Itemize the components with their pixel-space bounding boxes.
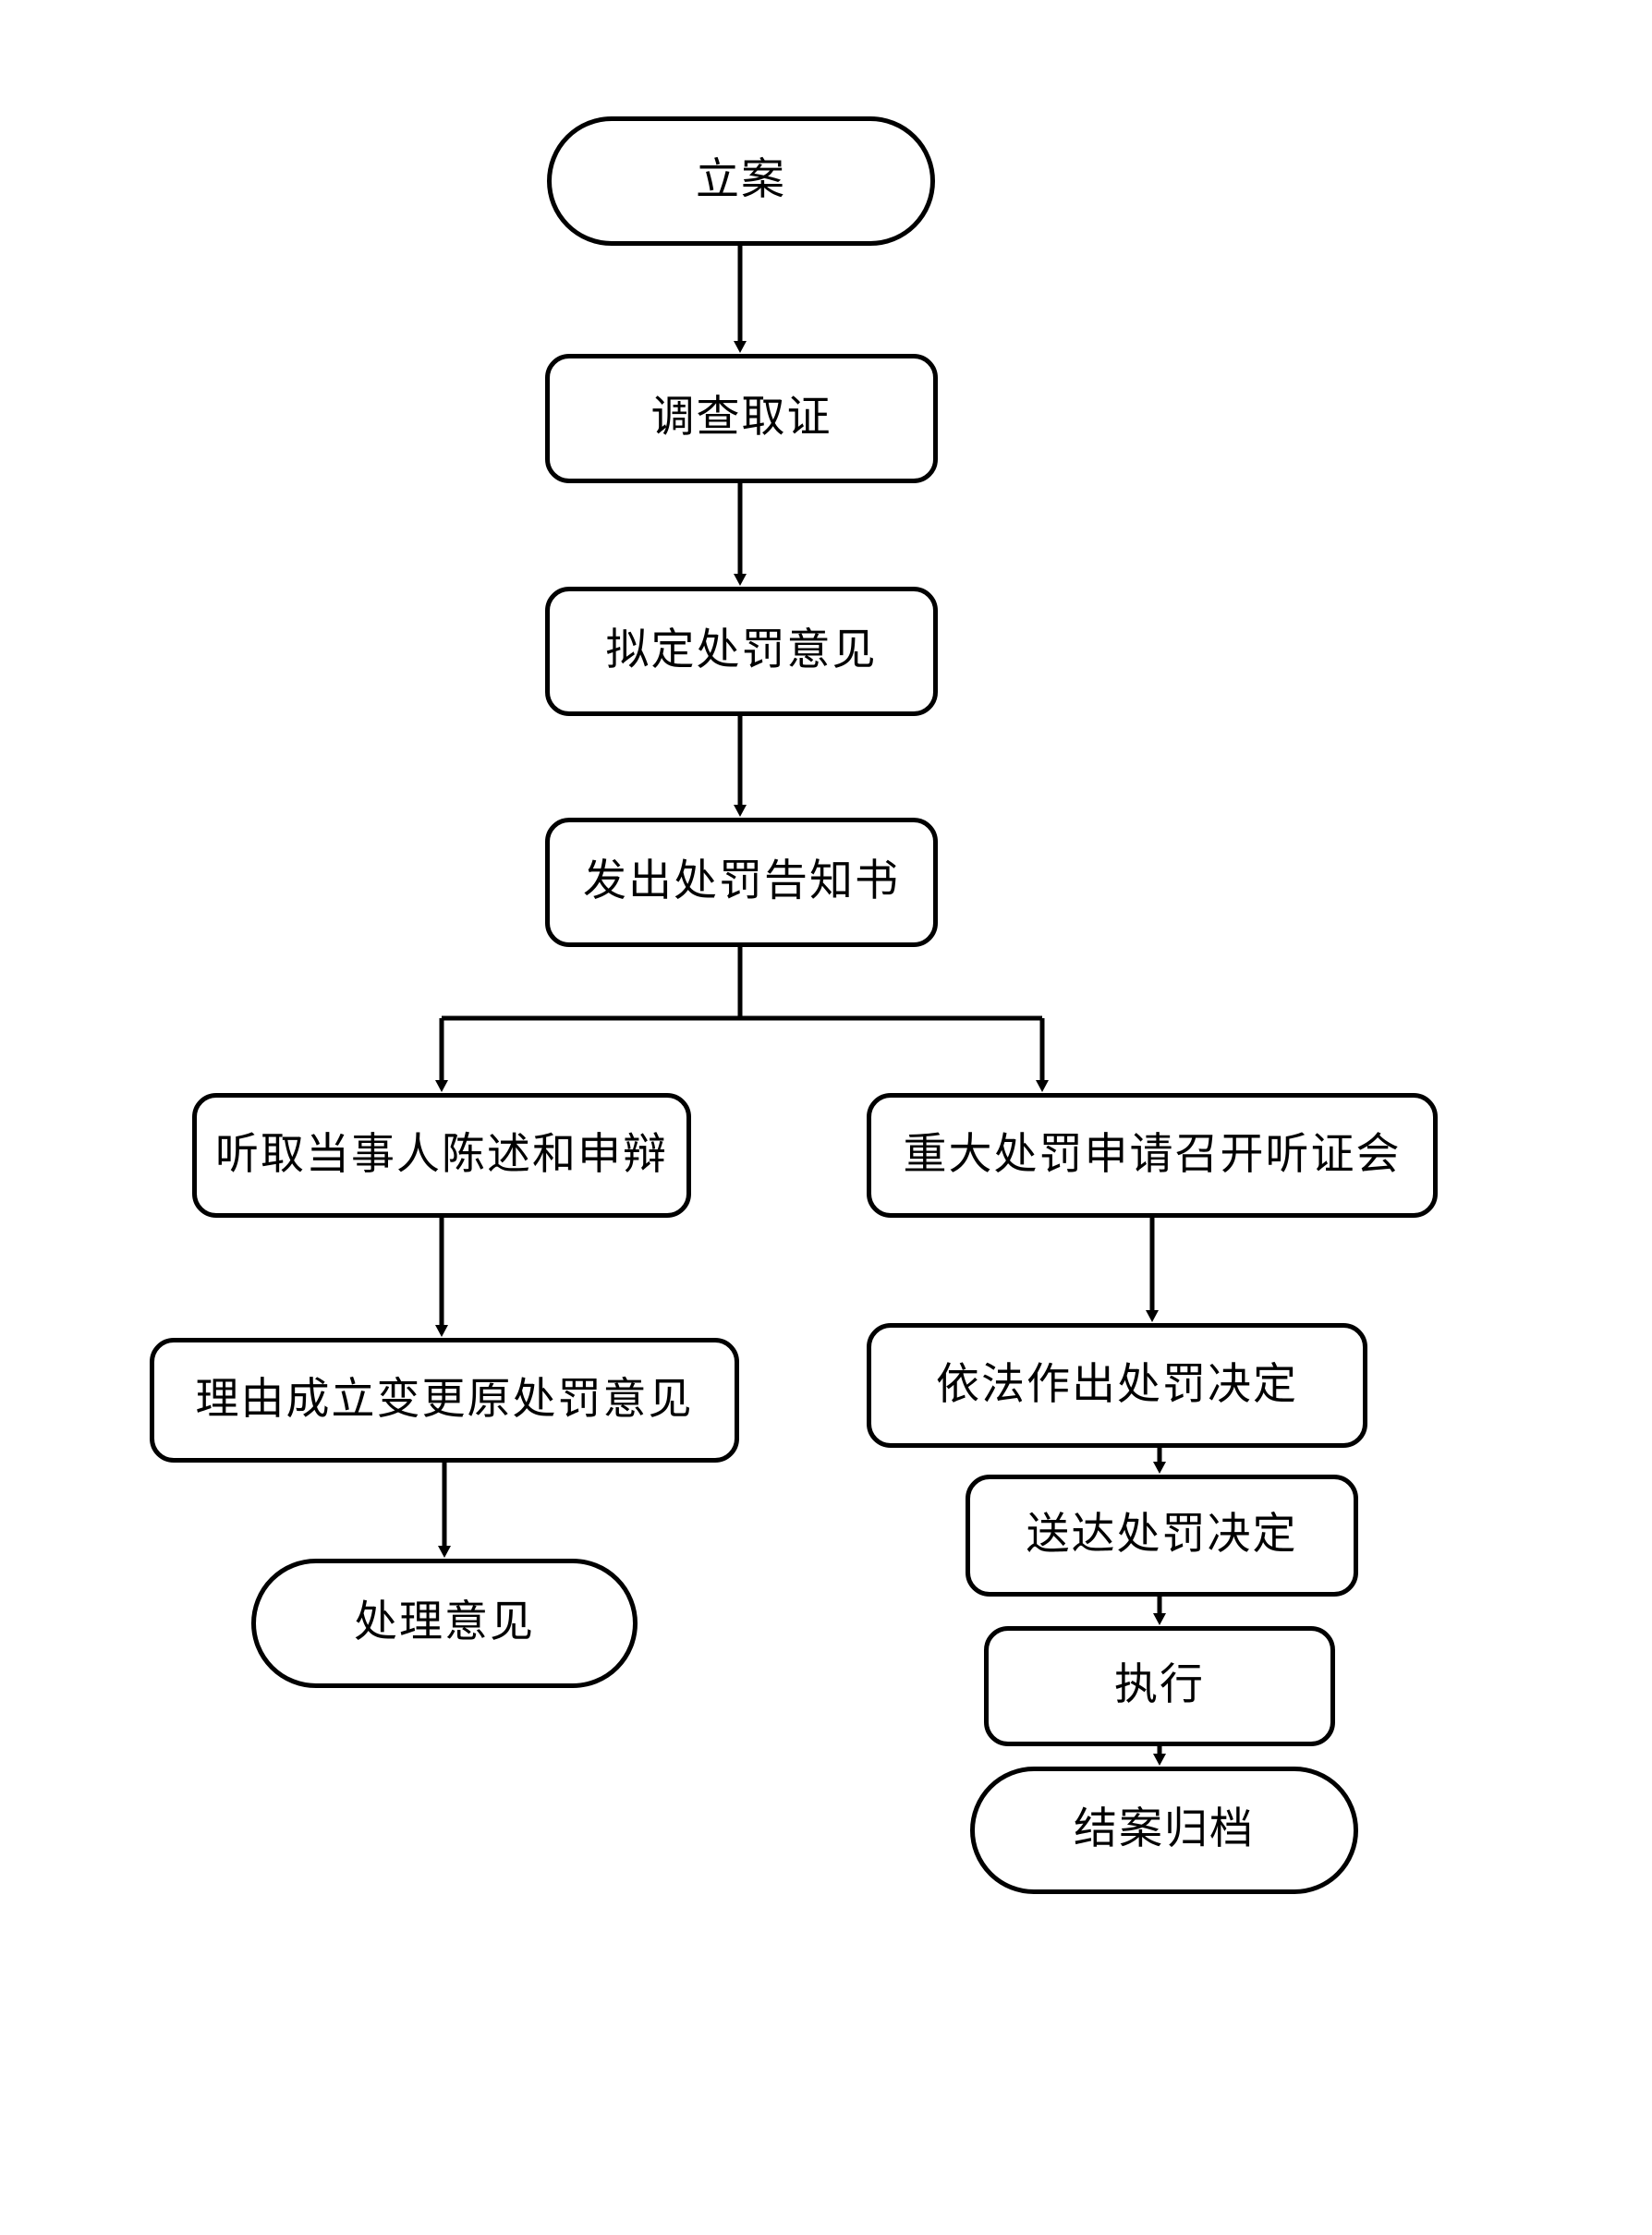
node-zhixing[interactable]: 执行 [984,1626,1335,1746]
node-tingqu-chenshu-shenbian[interactable]: 听取当事人陈述和申辩 [192,1093,691,1218]
node-fachu-chufa-gaozhishu-label: 发出处罚告知书 [583,857,900,906]
node-songda-chufa-jueding-label: 送达处罚决定 [1026,1511,1298,1560]
node-yifa-zuochu-chufa-jueding-label: 依法作出处罚决定 [936,1360,1298,1409]
node-zhongda-tingzhenghui-label: 重大处罚申请召开听证会 [903,1130,1402,1179]
node-niding-chufa-yijian-label: 拟定处罚意见 [605,626,878,675]
node-niding-chufa-yijian[interactable]: 拟定处罚意见 [545,587,938,716]
node-fachu-chufa-gaozhishu[interactable]: 发出处罚告知书 [545,818,938,947]
node-tingqu-chenshu-shenbian-label: 听取当事人陈述和申辩 [215,1130,668,1179]
edge-fachu-split-bus [442,947,1042,1021]
node-jiean-guidang-label: 结案归档 [1074,1805,1255,1854]
node-yifa-zuochu-chufa-jueding[interactable]: 依法作出处罚决定 [867,1323,1367,1448]
node-chuli-yijian[interactable]: 处理意见 [251,1559,638,1688]
node-lian-label: 立案 [696,156,786,205]
node-zhongda-tingzhenghui[interactable]: 重大处罚申请召开听证会 [867,1093,1438,1218]
node-diaocha-quzheng[interactable]: 调查取证 [545,354,938,483]
node-zhixing-label: 执行 [1114,1661,1205,1710]
node-diaocha-quzheng-label: 调查取证 [650,394,832,443]
node-lian[interactable]: 立案 [547,116,935,246]
node-songda-chufa-jueding[interactable]: 送达处罚决定 [966,1475,1358,1597]
node-liyou-chengli-biangeng-label: 理由成立变更原处罚意见 [195,1375,694,1424]
node-jiean-guidang[interactable]: 结案归档 [970,1767,1358,1894]
node-liyou-chengli-biangeng[interactable]: 理由成立变更原处罚意见 [150,1338,739,1463]
node-chuli-yijian-label: 处理意见 [354,1598,535,1647]
